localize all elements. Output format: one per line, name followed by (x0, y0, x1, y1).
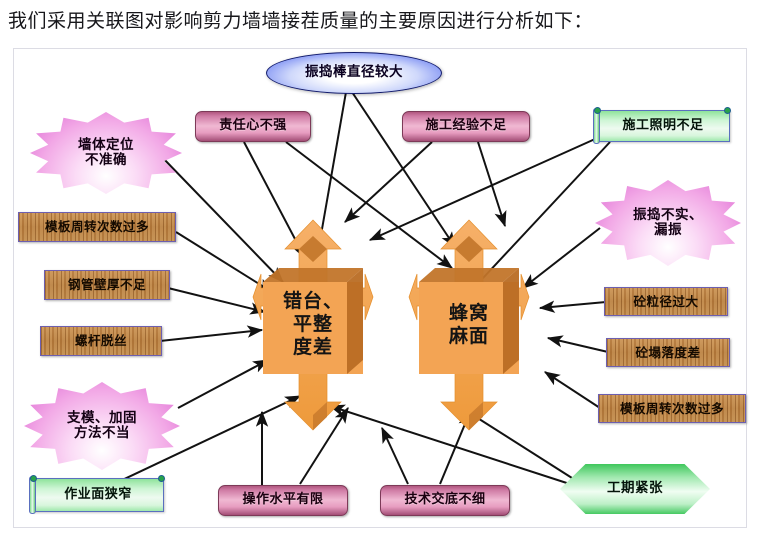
cause-node-wall-position[interactable]: 墙体定位不准确 (30, 112, 182, 194)
center-node-error-platform[interactable]: 错台、平整度差 (249, 216, 377, 434)
cause-node-operation-level[interactable]: 操作水平有限 (218, 485, 348, 516)
page-title: 我们采用关联图对影响剪力墙墙接茬质量的主要原因进行分析如下： (8, 11, 594, 32)
cause-node-narrow-workface-label: 作业面狭窄 (64, 486, 132, 502)
cause-node-narrow-workface[interactable]: 作业面狭窄 (29, 475, 165, 514)
cause-node-poor-vibration[interactable]: 振捣不实、漏振 (595, 180, 741, 266)
cause-node-formwork-reuse-left[interactable]: 模板周转次数过多 (18, 212, 176, 242)
scroll-pin-top-right-2 (158, 475, 165, 482)
cause-node-formwork-reuse-right[interactable]: 模板周转次数过多 (598, 394, 746, 423)
cause-node-aggregate-size[interactable]: 砼粒径过大 (604, 287, 728, 316)
cause-node-experience-label: 施工经验不足 (425, 118, 507, 134)
cause-node-formwork-method[interactable]: 支模、加固方法不当 (24, 382, 180, 470)
scroll-pin-top-right (724, 107, 731, 114)
cause-node-tech-briefing-label: 技术交底不细 (404, 492, 486, 508)
cause-node-slump-label: 砼塌落度差 (635, 344, 701, 360)
cause-node-pipe-thickness-label: 钢管壁厚不足 (67, 277, 146, 292)
cause-node-experience[interactable]: 施工经验不足 (402, 111, 530, 142)
scroll-pin-top-left-2 (30, 475, 37, 482)
cause-node-vibrator-diameter-label: 振捣棒直径较大 (305, 64, 403, 81)
cause-node-operation-level-label: 操作水平有限 (242, 492, 324, 508)
cause-node-poor-vibration-label: 振捣不实、漏振 (633, 206, 703, 238)
cause-node-screw-slip[interactable]: 螺杆脱丝 (40, 326, 162, 356)
cause-node-responsibility[interactable]: 责任心不强 (195, 111, 311, 142)
scroll-pin-top-left (594, 107, 601, 114)
cause-node-vibrator-diameter[interactable]: 振捣棒直径较大 (266, 52, 442, 94)
cause-node-tech-briefing[interactable]: 技术交底不细 (380, 485, 510, 516)
cause-node-slump[interactable]: 砼塌落度差 (606, 338, 730, 367)
cause-node-aggregate-size-label: 砼粒径过大 (633, 293, 699, 309)
cause-node-lighting-label: 施工照明不足 (622, 117, 704, 133)
center-node-honeycomb[interactable]: 蜂窝麻面 (405, 216, 533, 434)
cause-node-responsibility-label: 责任心不强 (219, 118, 287, 134)
cause-node-screw-slip-label: 螺杆脱丝 (74, 333, 127, 348)
cause-node-tight-schedule-label: 工期紧张 (607, 480, 663, 497)
cause-node-formwork-reuse-left-label: 模板周转次数过多 (44, 219, 149, 234)
cause-node-wall-position-label: 墙体定位不准确 (78, 136, 134, 168)
cause-node-formwork-method-label: 支模、加固方法不当 (67, 409, 137, 441)
cause-node-lighting[interactable]: 施工照明不足 (593, 107, 731, 144)
cause-node-pipe-thickness[interactable]: 钢管壁厚不足 (44, 270, 170, 300)
cause-node-formwork-reuse-right-label: 模板周转次数过多 (619, 400, 724, 416)
cause-node-tight-schedule[interactable]: 工期紧张 (560, 464, 710, 514)
